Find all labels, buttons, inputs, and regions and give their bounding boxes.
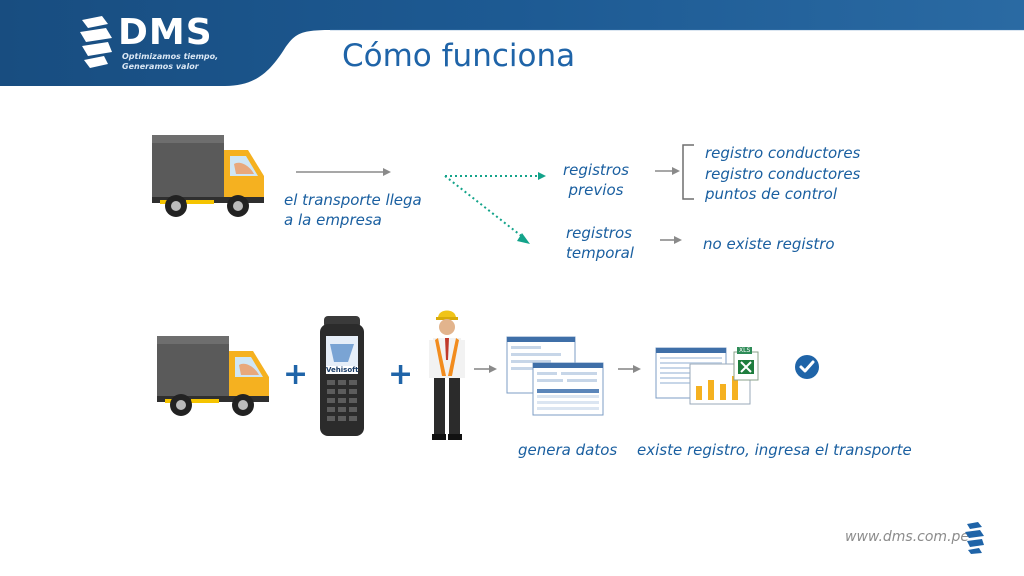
device-brand-label: Vehisoft xyxy=(326,366,359,374)
flow-arrows xyxy=(296,144,694,244)
generates-data-label: genera datos xyxy=(518,441,618,459)
truck-icon xyxy=(152,135,264,217)
previous-records-label: registros previos xyxy=(563,161,629,199)
logo-text: DMS xyxy=(118,12,213,53)
plus-icon: + xyxy=(388,357,414,392)
header-band xyxy=(0,0,1024,86)
truck-icon xyxy=(157,336,269,416)
previous-record-item: puntos de control xyxy=(705,185,838,203)
handheld-scanner-icon xyxy=(320,316,364,436)
report-excel-icon xyxy=(655,347,759,405)
record-exists-label: existe registro, ingresa el transporte xyxy=(637,441,912,459)
no-record-label: no existe registro xyxy=(703,235,835,253)
process-arrows xyxy=(474,365,641,373)
plus-icon: + xyxy=(283,357,309,392)
data-forms-icon xyxy=(506,336,604,416)
previous-record-item: registro conductores xyxy=(705,165,861,183)
previous-record-item: registro conductores xyxy=(705,144,861,162)
excel-badge: XLS xyxy=(737,347,753,354)
check-icon xyxy=(795,355,819,379)
temporary-records-label: registros temporal xyxy=(566,224,634,262)
dms-logo-icon xyxy=(80,16,112,68)
page-title: Cómo funciona xyxy=(342,38,576,74)
dms-footer-logo-icon xyxy=(965,522,984,554)
footer-url[interactable]: www.dms.com.pe xyxy=(845,529,970,545)
worker-icon xyxy=(429,310,465,440)
arrival-label: el transporte llega a la empresa xyxy=(284,191,422,229)
logo-slogan: Optimizamos tiempo, Generamos valor xyxy=(122,52,219,71)
